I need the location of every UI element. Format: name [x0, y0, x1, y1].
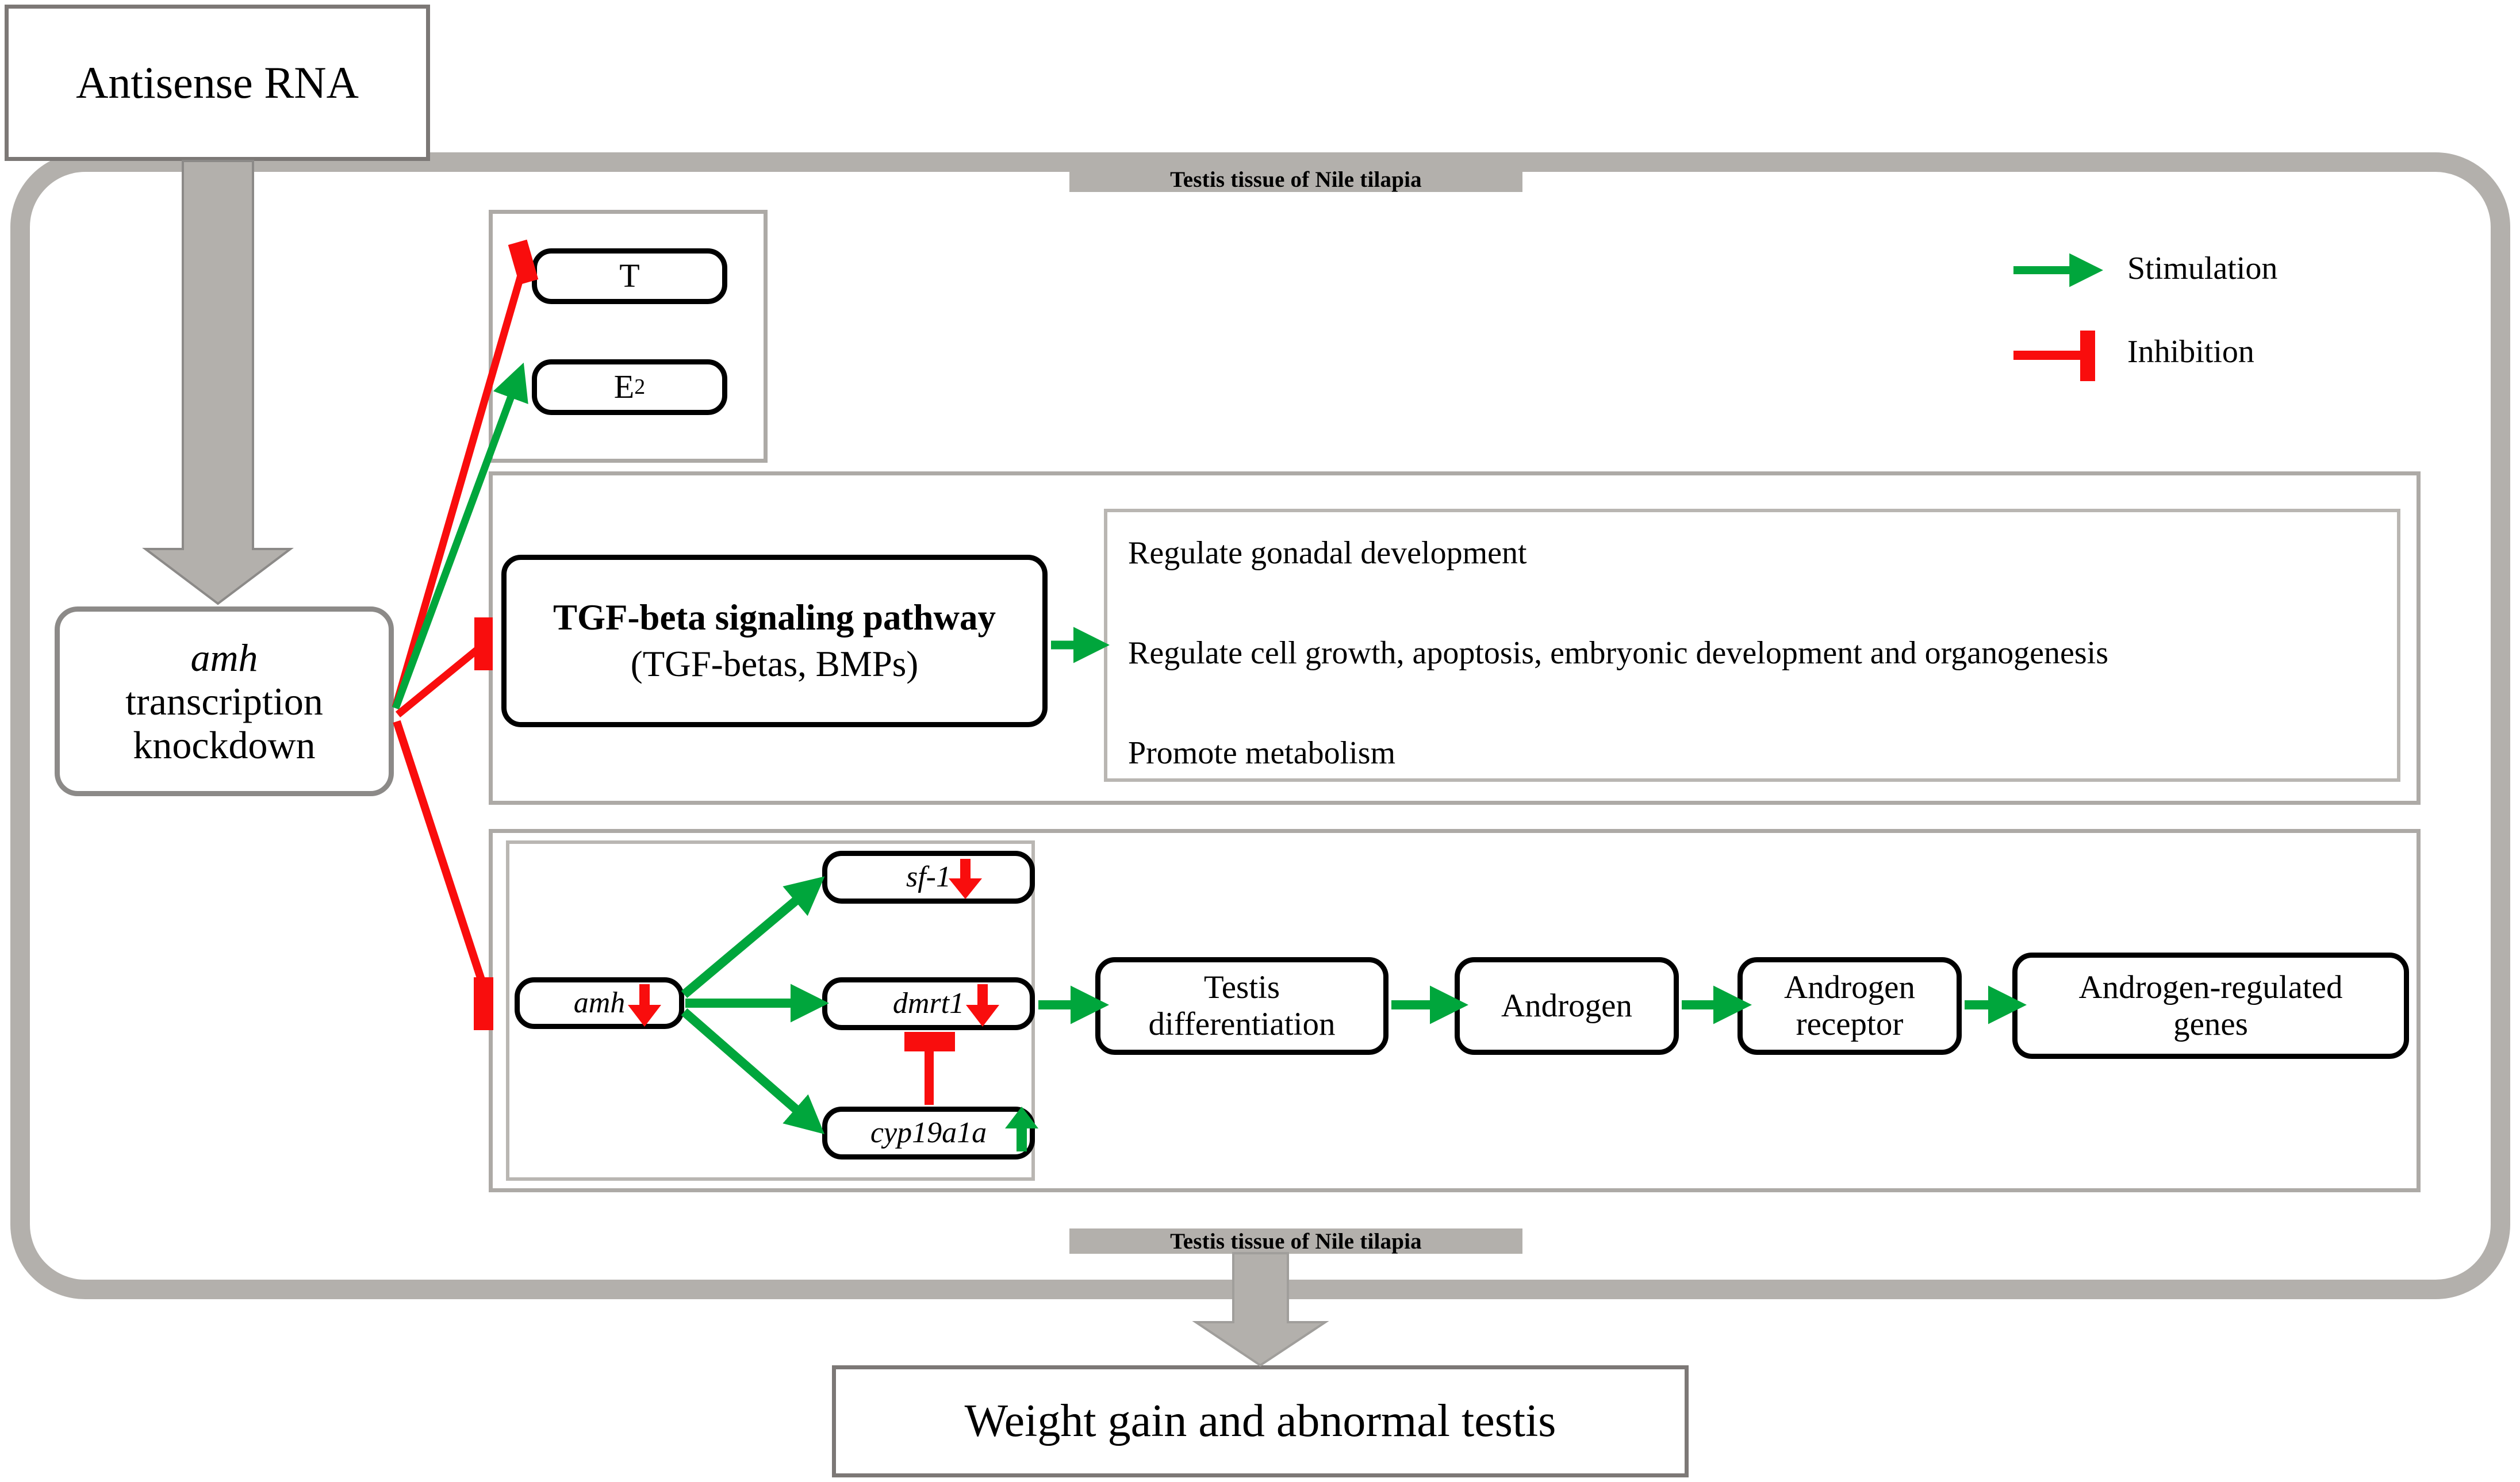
tgf-pathway-node[interactable]: TGF-beta signaling pathway (TGF-betas, B…: [501, 555, 1048, 727]
tissue-label-top: Testis tissue of Nile tilapia: [1069, 167, 1522, 192]
testis-tissue-capsule: [10, 152, 2510, 1299]
chain-3-line1: Androgen-regulated: [2078, 969, 2343, 1005]
outcome-label: Weight gain and abnormal testis: [964, 1396, 1556, 1446]
chain-1-line1: Androgen: [1501, 988, 1632, 1024]
tgf-line2: (TGF-betas, BMPs): [630, 644, 919, 684]
antisense-rna-box[interactable]: Antisense RNA: [5, 5, 430, 161]
gene-node-cyp19a1a[interactable]: cyp19a1a: [822, 1107, 1035, 1160]
chain-node-androgen-receptor[interactable]: Androgen receptor: [1737, 957, 1962, 1055]
amh-knockdown-node[interactable]: amh transcription knockdown: [55, 606, 394, 796]
hormone-e2-subscript: 2: [634, 375, 646, 400]
amh-knockdown-line1: amh: [190, 635, 258, 679]
hormone-t-label: T: [619, 257, 640, 295]
amh-knockdown-line2: transcription: [125, 679, 323, 723]
chain-node-androgen-regulated-genes[interactable]: Androgen-regulated genes: [2012, 953, 2409, 1059]
chain-2-line1: Androgen: [1784, 969, 1915, 1006]
gene-cyp19a1a-label: cyp19a1a: [870, 1116, 987, 1149]
amh-gene-label: amh: [573, 986, 626, 1019]
tgf-line1: TGF-beta signaling pathway: [553, 597, 996, 638]
gene-node-sf1[interactable]: sf-1: [822, 851, 1035, 904]
effect-item-2: Promote metabolism: [1128, 735, 1396, 771]
amh-knockdown-line3: knockdown: [133, 723, 316, 767]
effect-item-1: Regulate cell growth, apoptosis, embryon…: [1128, 635, 2108, 671]
chain-0-line2: differentiation: [1148, 1006, 1336, 1042]
gene-dmrt1-label: dmrt1: [892, 986, 965, 1020]
amh-gene-node[interactable]: amh: [515, 977, 684, 1029]
outcome-box[interactable]: Weight gain and abnormal testis: [832, 1365, 1689, 1477]
chain-node-testis-differentiation[interactable]: Testis differentiation: [1095, 957, 1389, 1055]
gene-sf1-label: sf-1: [906, 860, 951, 893]
legend-label-stimulation: Stimulation: [2127, 251, 2278, 286]
legend-label-inhibition: Inhibition: [2127, 334, 2254, 370]
antisense-rna-label: Antisense RNA: [76, 57, 359, 107]
hormone-e2-label: E: [613, 368, 635, 406]
tissue-label-bottom: Testis tissue of Nile tilapia: [1069, 1228, 1522, 1254]
chain-0-line1: Testis: [1203, 969, 1280, 1006]
chain-node-androgen[interactable]: Androgen: [1455, 957, 1679, 1055]
hormone-node-t[interactable]: T: [532, 248, 727, 304]
gene-node-dmrt1[interactable]: dmrt1: [822, 977, 1035, 1030]
chain-3-line2: genes: [2173, 1005, 2248, 1042]
effect-item-0: Regulate gonadal development: [1128, 535, 1527, 571]
hormone-panel: [489, 210, 768, 463]
chain-2-line2: receptor: [1796, 1006, 1904, 1042]
